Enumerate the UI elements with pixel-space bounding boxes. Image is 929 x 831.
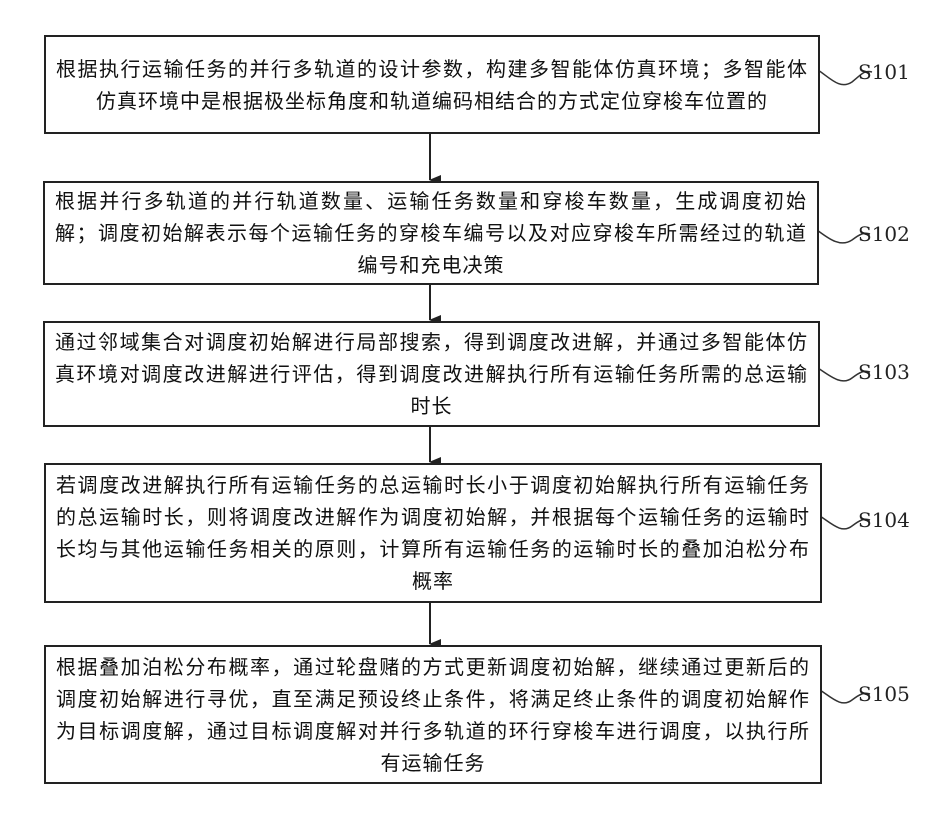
step-box-s102: 根据并行多轨道的并行轨道数量、运输任务数量和穿梭车数量，生成调度初始解；调度初始…	[43, 181, 819, 285]
step-text-s103: 通过邻域集合对调度初始解进行局部搜索，得到调度改进解，并通过多智能体仿真环境对调…	[55, 326, 808, 422]
step-box-s101: 根据执行运输任务的并行多轨道的设计参数，构建多智能体仿真环境；多智能体仿真环境中…	[44, 35, 820, 134]
step-label-s103: S103	[858, 360, 910, 384]
step-label-s105: S105	[858, 682, 910, 706]
step-label-s102: S102	[858, 222, 910, 246]
step-text-s105: 根据叠加泊松分布概率，通过轮盘赌的方式更新调度初始解，继续通过更新后的调度初始解…	[56, 651, 810, 779]
step-box-s104: 若调度改进解执行所有运输任务的总运输时长小于调度初始解执行所有运输任务的总运输时…	[44, 463, 822, 603]
step-label-s101: S101	[858, 60, 910, 84]
step-label-s104: S104	[858, 508, 910, 532]
step-box-s105: 根据叠加泊松分布概率，通过轮盘赌的方式更新调度初始解，继续通过更新后的调度初始解…	[44, 645, 822, 784]
step-box-s103: 通过邻域集合对调度初始解进行局部搜索，得到调度改进解，并通过多智能体仿真环境对调…	[43, 321, 820, 427]
step-text-s102: 根据并行多轨道的并行轨道数量、运输任务数量和穿梭车数量，生成调度初始解；调度初始…	[55, 185, 807, 281]
step-text-s101: 根据执行运输任务的并行多轨道的设计参数，构建多智能体仿真环境；多智能体仿真环境中…	[56, 53, 808, 117]
step-text-s104: 若调度改进解执行所有运输任务的总运输时长小于调度初始解执行所有运输任务的总运输时…	[56, 469, 810, 597]
